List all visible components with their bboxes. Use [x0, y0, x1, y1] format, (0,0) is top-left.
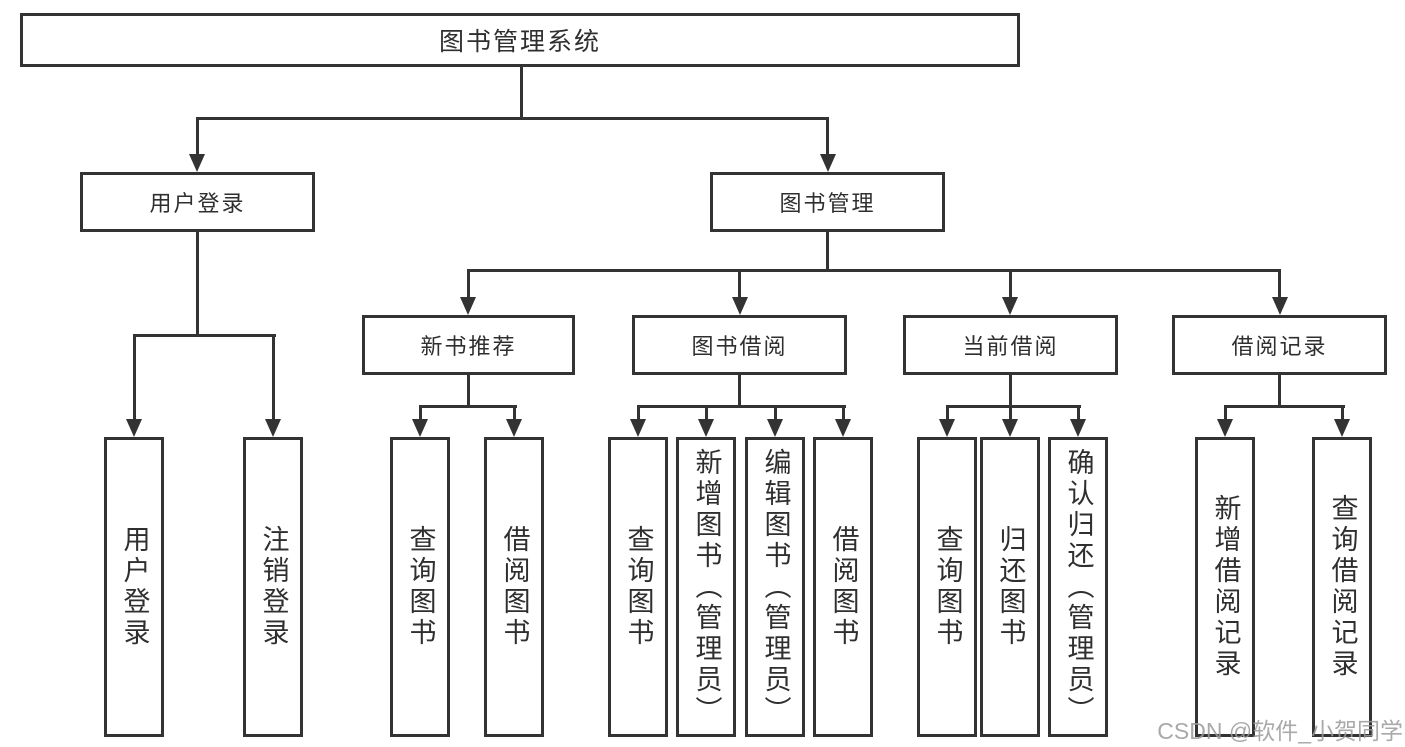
- connector-drop: [1077, 405, 1080, 420]
- connector-drop: [842, 405, 845, 420]
- connector-drop-login: [196, 117, 199, 155]
- connector-drop-current: [1009, 269, 1012, 299]
- leaf-add-borrowing-record-label: 新增借阅记录: [1210, 494, 1241, 680]
- arrow-down-icon: [698, 419, 714, 437]
- connector-root-stem: [520, 67, 523, 118]
- leaf-logout: 注销登录: [243, 437, 303, 737]
- arrow-down-icon: [460, 297, 476, 315]
- leaf-query-books-borrowing: 查询图书: [608, 437, 668, 737]
- csdn-watermark: CSDN @软件_小贺同学: [1157, 718, 1403, 744]
- arrow-down-icon: [1002, 419, 1018, 437]
- connector-drop: [1224, 405, 1227, 420]
- connector-recommend-hbar: [419, 405, 517, 408]
- connector-management-stem: [826, 232, 829, 272]
- arrow-down-icon: [820, 154, 836, 172]
- connector-drop: [637, 405, 640, 420]
- arrow-down-icon: [265, 419, 281, 437]
- leaf-query-books-borrowing-label: 查询图书: [623, 525, 654, 649]
- arrow-down-icon: [630, 419, 646, 437]
- leaf-query-books-recommend-label: 查询图书: [405, 525, 436, 649]
- connector-drop-records: [1278, 269, 1281, 299]
- connector-drop: [946, 405, 949, 420]
- connector-records-hbar: [1224, 405, 1345, 408]
- node-login-group: 用户登录: [80, 172, 315, 232]
- arrow-down-icon: [939, 419, 955, 437]
- connector-drop-borrowing: [738, 269, 741, 299]
- arrow-down-icon: [1070, 419, 1086, 437]
- leaf-edit-books-admin-label: 编辑图书（管理员）: [760, 447, 791, 727]
- connector-borrowing-stem: [738, 375, 741, 408]
- connector-login-stem: [196, 232, 199, 336]
- node-current-borrowing-label: 当前借阅: [962, 334, 1059, 359]
- arrow-down-icon: [835, 419, 851, 437]
- leaf-borrow-books: 借阅图书: [813, 437, 873, 737]
- leaf-borrow-books-recommend: 借阅图书: [484, 437, 544, 737]
- connector-current-hbar: [946, 405, 1081, 408]
- leaf-borrow-books-recommend-label: 借阅图书: [499, 525, 530, 649]
- leaf-return-books-label: 归还图书: [995, 525, 1026, 649]
- node-book-borrowing-label: 图书借阅: [691, 334, 788, 359]
- connector-drop: [774, 405, 777, 420]
- connector-current-stem: [1009, 375, 1012, 408]
- node-new-book-recommend-label: 新书推荐: [420, 334, 517, 359]
- connector-drop-recommend: [467, 269, 470, 299]
- node-book-management-label: 图书管理: [779, 191, 876, 216]
- node-borrowing-records: 借阅记录: [1172, 315, 1387, 375]
- arrow-down-icon: [1217, 419, 1233, 437]
- arrow-down-icon: [189, 154, 205, 172]
- leaf-query-borrowing-record-label: 查询借阅记录: [1327, 494, 1358, 680]
- connector-root-hbar: [196, 117, 829, 120]
- leaf-query-books-current: 查询图书: [917, 437, 977, 737]
- node-login-group-label: 用户登录: [149, 191, 246, 216]
- connector-drop-logout: [272, 334, 275, 420]
- leaf-confirm-return-admin: 确认归还（管理员）: [1048, 437, 1108, 737]
- arrow-down-icon: [506, 419, 522, 437]
- connector-login-hbar: [133, 334, 276, 337]
- leaf-query-books-current-label: 查询图书: [932, 525, 963, 649]
- connector-drop-user-login: [133, 334, 136, 420]
- node-library-system-label: 图书管理系统: [438, 28, 601, 56]
- node-book-management: 图书管理: [710, 172, 945, 232]
- connector-drop: [513, 405, 516, 420]
- arrow-down-icon: [767, 419, 783, 437]
- connector-drop-management: [826, 117, 829, 155]
- leaf-user-login-label: 用户登录: [119, 525, 150, 649]
- arrow-down-icon: [1334, 419, 1350, 437]
- node-book-borrowing: 图书借阅: [632, 315, 847, 375]
- node-current-borrowing: 当前借阅: [903, 315, 1118, 375]
- arrow-down-icon: [126, 419, 142, 437]
- arrow-down-icon: [732, 297, 748, 315]
- leaf-borrow-books-label: 借阅图书: [828, 525, 859, 649]
- leaf-query-borrowing-record: 查询借阅记录: [1312, 437, 1372, 737]
- arrow-down-icon: [1272, 297, 1288, 315]
- connector-drop: [705, 405, 708, 420]
- leaf-add-books-admin: 新增图书（管理员）: [676, 437, 736, 737]
- connector-drop: [1341, 405, 1344, 420]
- leaf-logout-label: 注销登录: [258, 525, 289, 649]
- connector-records-stem: [1278, 375, 1281, 408]
- connector-drop: [1009, 405, 1012, 420]
- connector-borrowing-hbar: [637, 405, 846, 408]
- leaf-query-books-recommend: 查询图书: [390, 437, 450, 737]
- leaf-add-books-admin-label: 新增图书（管理员）: [691, 447, 722, 727]
- leaf-return-books: 归还图书: [980, 437, 1040, 737]
- connector-recommend-stem: [467, 375, 470, 408]
- leaf-user-login: 用户登录: [104, 437, 164, 737]
- leaf-add-borrowing-record: 新增借阅记录: [1195, 437, 1255, 737]
- connector-drop: [419, 405, 422, 420]
- node-borrowing-records-label: 借阅记录: [1231, 334, 1328, 359]
- arrow-down-icon: [1002, 297, 1018, 315]
- leaf-confirm-return-admin-label: 确认归还（管理员）: [1063, 447, 1094, 727]
- leaf-edit-books-admin: 编辑图书（管理员）: [745, 437, 805, 737]
- connector-management-hbar: [467, 269, 1281, 272]
- arrow-down-icon: [412, 419, 428, 437]
- node-library-system: 图书管理系统: [20, 13, 1020, 67]
- node-new-book-recommend: 新书推荐: [362, 315, 575, 375]
